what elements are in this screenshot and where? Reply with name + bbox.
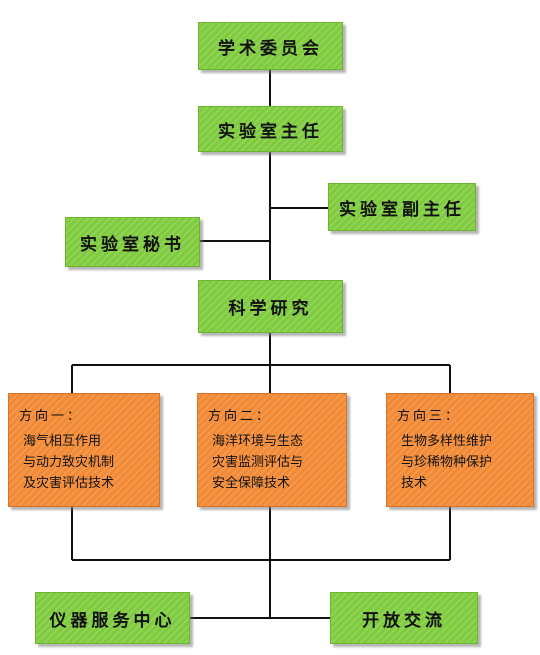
direction2-box: 方向二： 海洋环境与生态 灾害监测评估与 安全保障技术 bbox=[197, 393, 347, 507]
lab-secretary-label: 实验室秘书 bbox=[80, 234, 185, 255]
academic-committee-box: 学术委员会 bbox=[198, 22, 343, 70]
deputy-director-label: 实验室副主任 bbox=[339, 199, 465, 220]
direction2-heading: 方向二： bbox=[208, 409, 273, 424]
direction2-line: 海洋环境与生态 bbox=[212, 434, 304, 449]
direction1-line: 及灾害评估技术 bbox=[23, 476, 115, 491]
lab-secretary-box: 实验室秘书 bbox=[65, 217, 200, 267]
direction2-line: 安全保障技术 bbox=[212, 476, 291, 491]
direction1-line: 与动力致灾机制 bbox=[23, 455, 115, 470]
open-exchange-label: 开放交流 bbox=[362, 610, 446, 631]
direction1-box: 方向一： 海气相互作用 与动力致灾机制 及灾害评估技术 bbox=[8, 393, 160, 507]
direction3-box: 方向三： 生物多样性维护 与珍稀物种保护 技术 bbox=[386, 393, 534, 507]
direction3-line: 与珍稀物种保护 bbox=[401, 455, 493, 470]
direction1-line: 海气相互作用 bbox=[23, 434, 102, 449]
direction3-line: 技术 bbox=[401, 476, 428, 491]
direction2-line: 灾害监测评估与 bbox=[212, 455, 304, 470]
direction1-heading: 方向一： bbox=[19, 409, 84, 424]
instrument-center-label: 仪器服务中心 bbox=[49, 610, 176, 631]
research-box: 科学研究 bbox=[198, 280, 343, 333]
direction3-line: 生物多样性维护 bbox=[401, 434, 493, 449]
direction3-heading: 方向三： bbox=[397, 409, 462, 424]
research-label: 科学研究 bbox=[228, 299, 313, 319]
lab-director-label: 实验室主任 bbox=[218, 121, 323, 142]
instrument-center-box: 仪器服务中心 bbox=[35, 592, 190, 644]
deputy-director-box: 实验室副主任 bbox=[328, 183, 476, 231]
open-exchange-box: 开放交流 bbox=[330, 592, 478, 644]
lab-director-box: 实验室主任 bbox=[198, 106, 343, 152]
academic-committee-label: 学术委员会 bbox=[218, 38, 323, 59]
